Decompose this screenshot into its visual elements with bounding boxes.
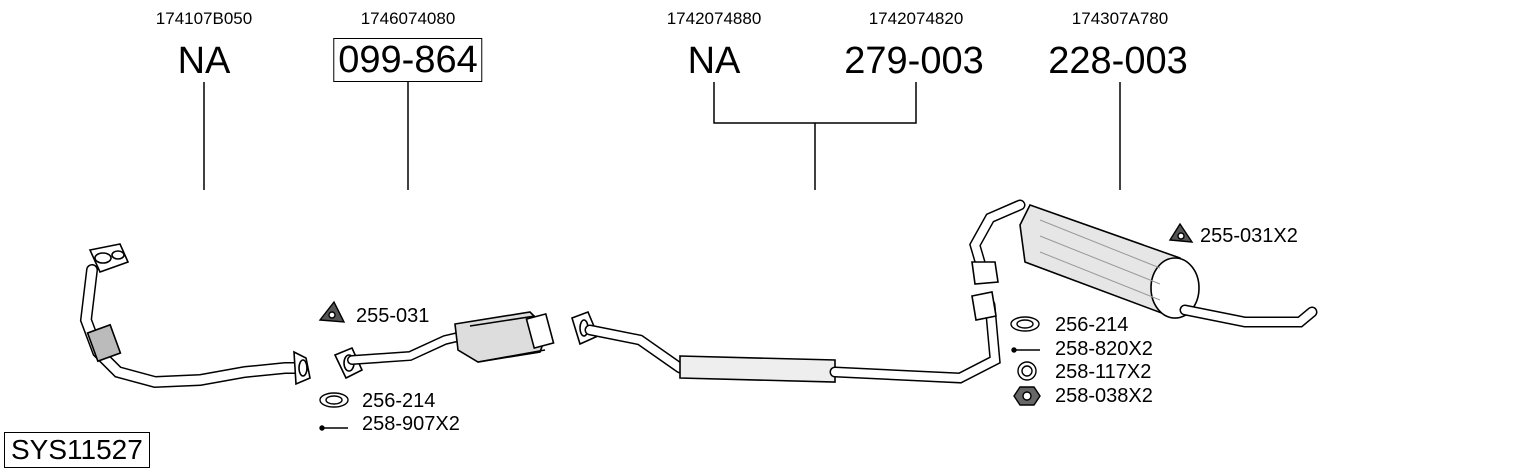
part-number-middle-pipe-b[interactable]: 279-003 (844, 40, 984, 82)
rear-silencer-part (969, 199, 1318, 328)
accessory-label-mounting-rubber[interactable]: 255-031 (356, 305, 430, 327)
oem-number-catalyst: 1746074080 (360, 9, 456, 28)
oem-number-middle-pipe-b: 1742074820 (868, 9, 964, 28)
part-number-front-pipe[interactable]: NA (177, 40, 231, 82)
leader-bracket-middle (713, 82, 917, 124)
accessory-label-bolt-rear[interactable]: 258-820X2 (1055, 338, 1153, 360)
accessory-label-nut[interactable]: 258-038X2 (1055, 385, 1153, 407)
catalyst-part (333, 311, 555, 380)
part-number-catalyst[interactable]: 099-864 (333, 38, 483, 82)
oem-number-front-pipe: 174107B050 (155, 9, 253, 28)
part-number-middle-pipe-a[interactable]: NA (687, 40, 741, 82)
middle-pipe-part (571, 291, 1001, 384)
oem-number-middle-pipe-a: 1742074880 (666, 9, 762, 28)
accessory-label-gasket[interactable]: 256-214 (362, 390, 436, 412)
accessory-label-mounting-rubber-rear[interactable]: 255-031X2 (1200, 225, 1298, 247)
oem-number-rear-silencer: 174307A780 (1071, 9, 1169, 28)
part-number-rear-silencer[interactable]: 228-003 (1048, 40, 1188, 82)
front-pipe-part (79, 243, 311, 389)
accessory-label-bolt[interactable]: 258-907X2 (362, 413, 460, 435)
system-code-label: SYS11527 (4, 432, 150, 468)
accessory-label-gasket-rear[interactable]: 256-214 (1055, 314, 1129, 336)
accessory-label-spring[interactable]: 258-117X2 (1055, 361, 1152, 383)
